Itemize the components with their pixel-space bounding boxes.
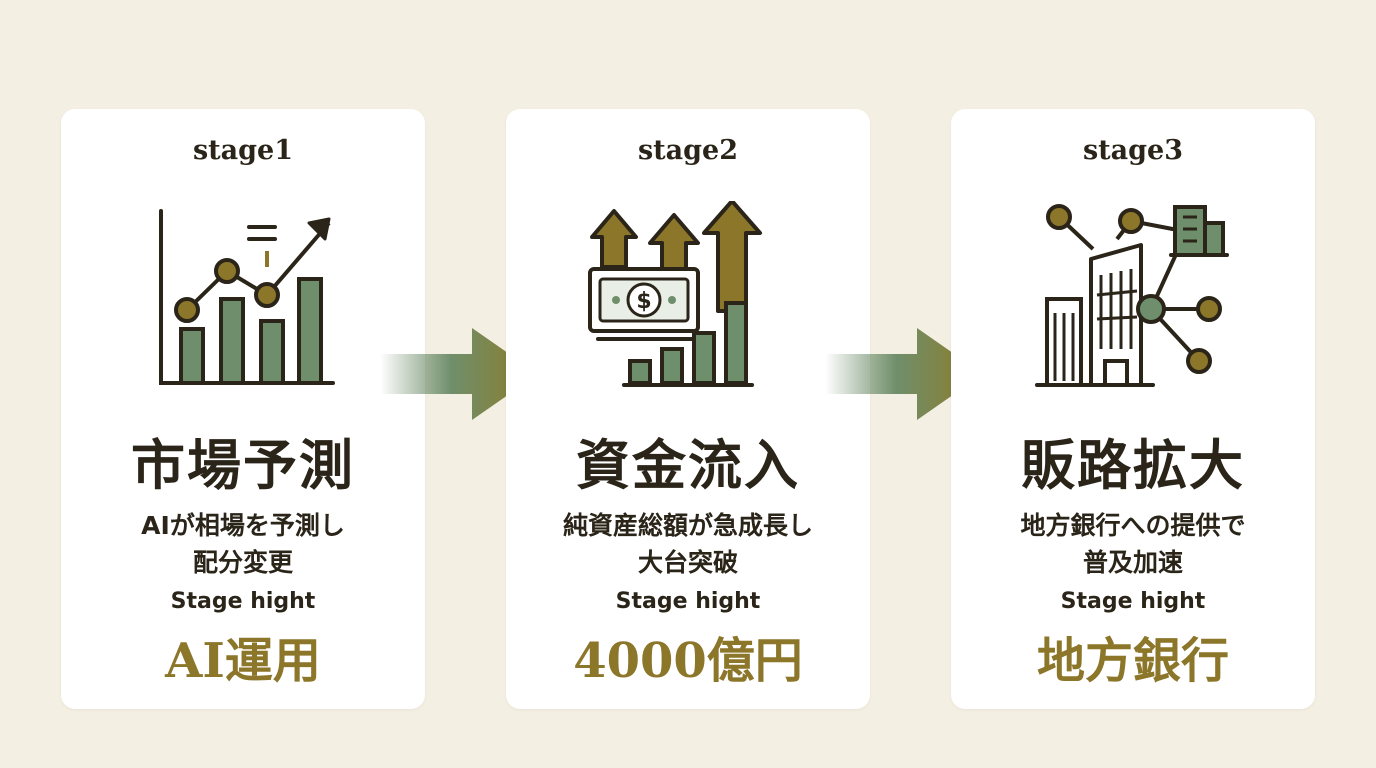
svg-text:$: $ — [636, 289, 651, 314]
stage-highlight-value: 地方銀行 — [1036, 633, 1229, 689]
stage-card-3: stage3 販路拡大 地方銀行への提供で 普及加速 — [951, 109, 1315, 709]
stage-title: 市場予測 — [131, 433, 355, 497]
stage-label: stage2 — [637, 135, 738, 166]
stage-description: AIが相場を予測し 配分変更 — [81, 507, 405, 581]
stage-highlight-label: Stage hight — [170, 589, 316, 614]
stage-label: stage3 — [1082, 135, 1183, 166]
building-network-icon — [1035, 204, 1229, 387]
stage-description-line: 地方銀行への提供で — [1020, 511, 1246, 540]
stage-description-line: 配分変更 — [192, 548, 293, 577]
stage-description: 地方銀行への提供で 普及加速 — [971, 507, 1295, 581]
stage-highlight-value: 4000億円 — [573, 633, 803, 689]
stage-highlight-value: AI運用 — [165, 633, 321, 689]
stage-highlight-label: Stage hight — [615, 589, 761, 614]
stage-description-line: 普及加速 — [1082, 548, 1183, 577]
stage-title: 販路拡大 — [1021, 433, 1245, 497]
money-growth-icon: $ — [588, 201, 762, 387]
stage-card-1: stage1 市場予測 AIが相場を予測し 配分変更 Stage hight A… — [61, 109, 425, 709]
stage-highlight-label: Stage hight — [1060, 589, 1206, 614]
arrow-right-icon — [380, 328, 538, 420]
stage-title: 資金流入 — [576, 433, 800, 497]
chart-growth-icon — [159, 209, 335, 385]
stage-description-line: 純資産総額が急成長し — [562, 511, 813, 540]
stage-card-2: stage2 $ 資金流入 純資産総額が急成長し 大台突破 Stage high… — [506, 109, 870, 709]
stage-description-line: AIが相場を予測し — [141, 511, 345, 540]
stage-description-line: 大台突破 — [637, 548, 738, 577]
stage-label: stage1 — [192, 135, 293, 166]
stage-description: 純資産総額が急成長し 大台突破 — [526, 507, 850, 581]
arrow-right-icon — [825, 328, 983, 420]
